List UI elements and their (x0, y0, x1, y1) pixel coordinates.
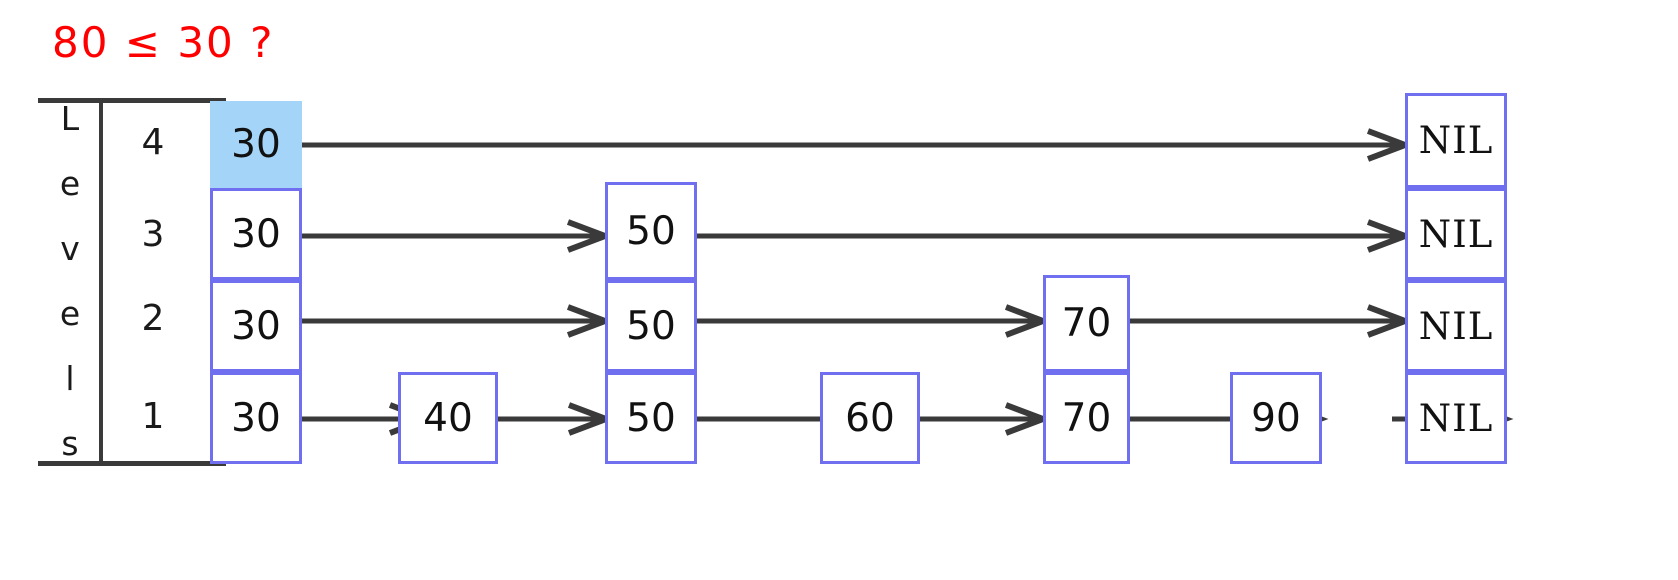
levels-letter-4: l (65, 359, 75, 398)
level-number-1: 1 (141, 396, 165, 437)
page-title: 80 ≤ 30 ? (52, 18, 275, 67)
axis-bottom-rule (38, 461, 226, 466)
arrow-l3-50-to-nil (697, 219, 1414, 253)
axis-top-rule (38, 98, 226, 103)
axis-divider (99, 98, 103, 466)
arrow-l4-head-to-nil (302, 128, 1414, 162)
level-number-3: 3 (141, 214, 165, 255)
node-head-level-4[interactable]: 30 (210, 101, 302, 188)
levels-letter-5: s (61, 424, 79, 463)
node-50-level-1[interactable]: 50 (605, 372, 697, 464)
arrow-l2-head-to-50 (302, 304, 614, 338)
arrow-l1-60-to-70 (920, 402, 1052, 436)
arrow-l3-head-to-50 (302, 219, 614, 253)
node-50-level-2[interactable]: 50 (605, 280, 697, 372)
node-nil-level-3[interactable]: NIL (1405, 188, 1507, 280)
arrow-l1-40-to-50 (498, 402, 615, 436)
node-head-level-1[interactable]: 30 (210, 372, 302, 464)
level-number-4: 4 (141, 122, 165, 163)
node-head-level-3[interactable]: 30 (210, 188, 302, 280)
node-50-level-3[interactable]: 50 (605, 182, 697, 280)
levels-letter-1: e (59, 164, 81, 203)
node-nil-level-2[interactable]: NIL (1405, 280, 1507, 372)
levels-axis-label: L e v e l s (47, 102, 93, 460)
node-nil-level-4[interactable]: NIL (1405, 93, 1507, 188)
level-number-2: 2 (141, 298, 165, 339)
node-head-level-2[interactable]: 30 (210, 280, 302, 372)
node-90-level-1[interactable]: 90 (1230, 372, 1322, 464)
levels-letter-3: e (59, 294, 81, 333)
node-nil-level-1[interactable]: NIL (1405, 372, 1507, 464)
node-40-level-1[interactable]: 40 (398, 372, 498, 464)
levels-letter-0: L (60, 99, 80, 138)
arrow-l2-50-to-70 (697, 304, 1052, 338)
arrow-l2-70-to-nil (1130, 304, 1414, 338)
node-70-level-2[interactable]: 70 (1043, 275, 1130, 372)
node-60-level-1[interactable]: 60 (820, 372, 920, 464)
node-70-level-1[interactable]: 70 (1043, 372, 1130, 464)
levels-letter-2: v (60, 229, 80, 268)
